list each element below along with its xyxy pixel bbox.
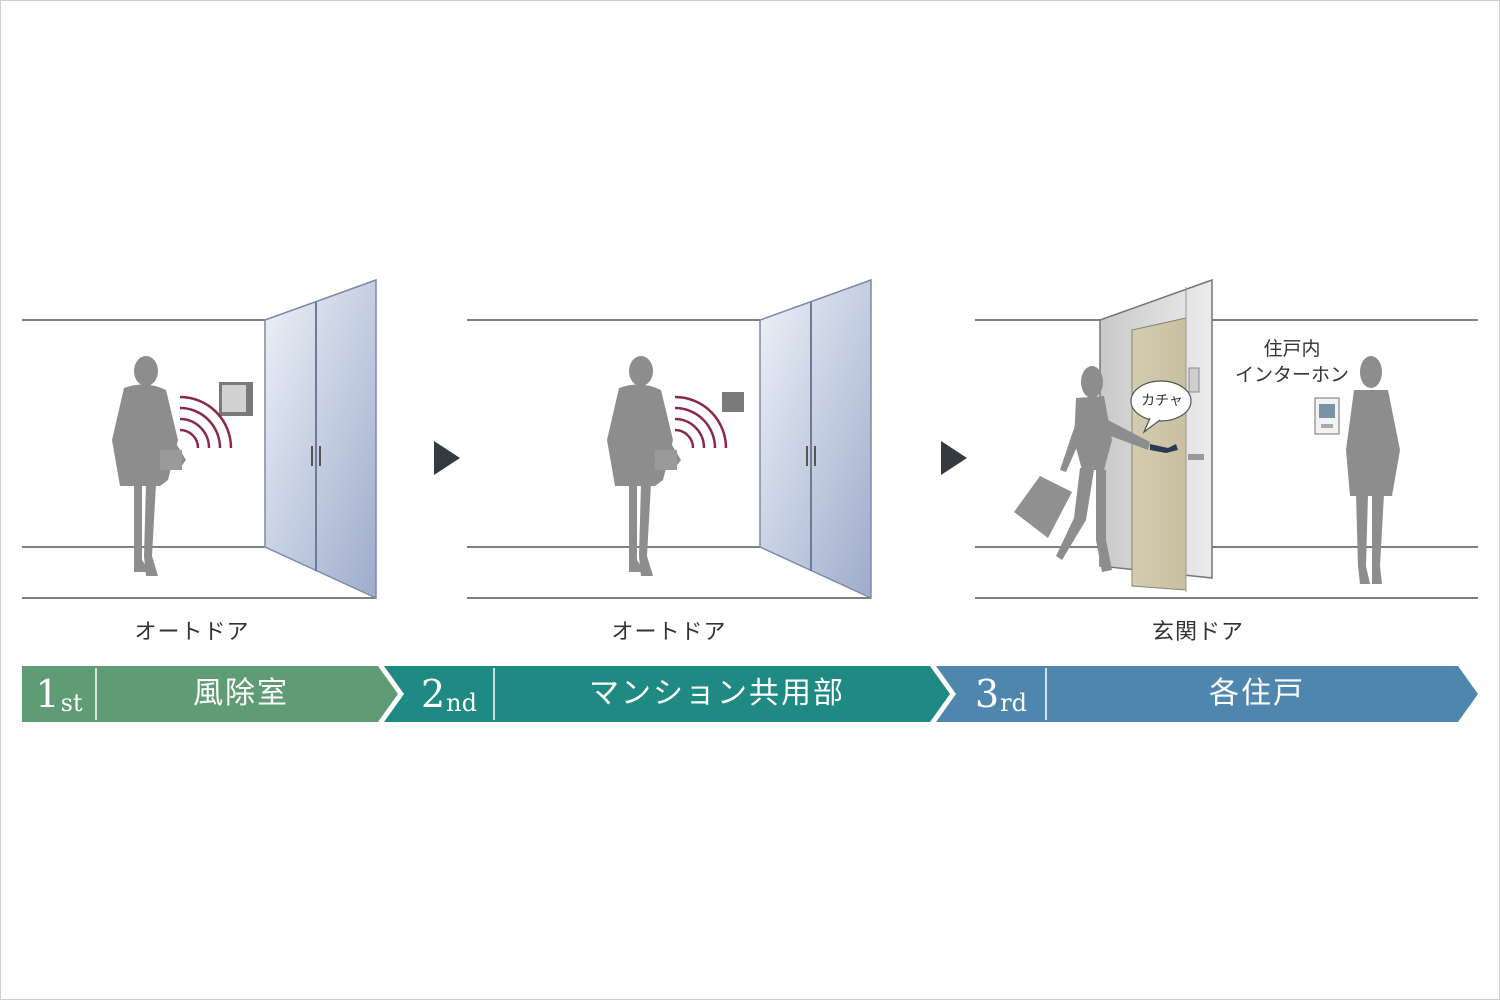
step-3-number: 3rd [956,666,1046,722]
panel-1-caption: オートドア [134,620,250,645]
step-2-number: 2nd [404,666,494,722]
step-3-suffix: rd [1000,689,1028,717]
panel-3-caption: 玄関ドア [1151,620,1244,645]
step-2-digit: 2 [420,672,446,716]
panel-1-scene [22,278,377,600]
intercom-label-line2: インターホン [1234,364,1349,386]
person-silhouette-icon [607,356,681,576]
step-1-suffix: st [60,689,83,717]
step-1-digit: 1 [35,672,60,716]
step-1-band [22,666,398,722]
arrow-right-icon [434,441,460,475]
person-silhouette-icon [1346,356,1400,584]
step-3-digit: 3 [974,672,1000,716]
person-silhouette-icon [112,356,186,576]
step-2-title: マンション共用部 [589,676,845,711]
arrow-right-icon [941,441,967,475]
step-2-suffix: nd [446,689,477,717]
intercom-label: 住戸内 インターホン [1222,336,1362,388]
auto-door-glass [264,278,377,600]
intercom-label-line1: 住戸内 [1263,338,1321,360]
step-3-band [936,666,1478,722]
step-band [22,666,1478,722]
step-3-title: 各住戸 [1209,676,1305,711]
panel-3-scene [975,278,1478,599]
intercom-icon [1314,397,1340,435]
card-reader-panel [219,382,253,416]
speech-bubble [1130,380,1192,434]
panel-2-caption: オートドア [611,620,727,645]
speech-bubble-text: カチャ [1141,393,1183,409]
step-1-title: 風除室 [193,676,289,711]
panel-2-scene [467,278,872,600]
reader-wave-icon [171,395,233,467]
step-1-number: 1st [22,666,96,722]
card-reader-panel [722,392,744,412]
step-2-band [384,666,950,722]
person-silhouette-icon [1014,366,1150,572]
auto-door-glass [759,278,872,600]
